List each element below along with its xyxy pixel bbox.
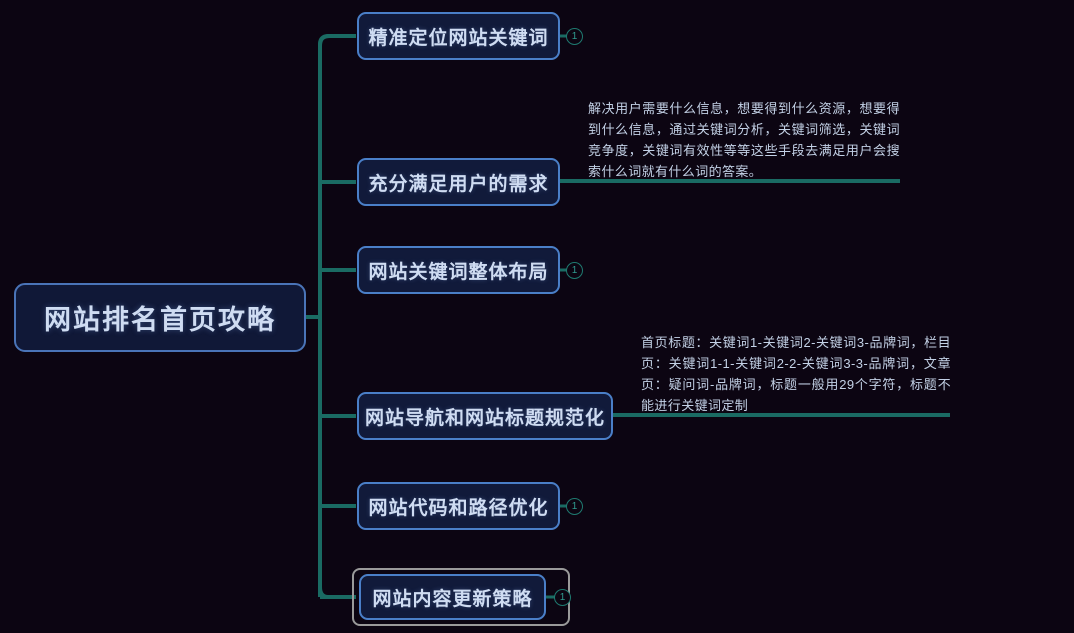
branch-node-3-label: 网站关键词整体布局 bbox=[368, 261, 549, 283]
branch-node-1[interactable]: 精准定位网站关键词 bbox=[357, 12, 560, 60]
root-node-label: 网站排名首页攻略 bbox=[44, 305, 276, 335]
branch-node-2-label: 充分满足用户的需求 bbox=[368, 173, 549, 195]
branch-node-4[interactable]: 网站导航和网站标题规范化 bbox=[357, 392, 613, 440]
branch-node-4-label: 网站导航和网站标题规范化 bbox=[364, 407, 605, 429]
branch-node-6-label: 网站内容更新策略 bbox=[372, 588, 533, 610]
branch-node-6-badge[interactable]: 1 bbox=[554, 589, 571, 606]
branch-node-5[interactable]: 网站代码和路径优化 bbox=[357, 482, 560, 530]
branch-node-1-label: 精准定位网站关键词 bbox=[368, 27, 549, 49]
branch-node-2[interactable]: 充分满足用户的需求 bbox=[357, 158, 560, 206]
branch-node-6[interactable]: 网站内容更新策略 bbox=[359, 574, 546, 620]
note-text-2: 首页标题：关键词1-关键词2-关键词3-品牌词，栏目页：关键词1-1-关键词2-… bbox=[641, 335, 951, 413]
note-text-1: 解决用户需要什么信息，想要得到什么资源，想要得到什么信息，通过关键词分析，关键词… bbox=[588, 101, 900, 179]
branch-node-5-label: 网站代码和路径优化 bbox=[368, 497, 549, 519]
branch-node-1-badge[interactable]: 1 bbox=[566, 28, 583, 45]
branch-node-5-badge[interactable]: 1 bbox=[566, 498, 583, 515]
branch-node-3[interactable]: 网站关键词整体布局 bbox=[357, 246, 560, 294]
branch-node-3-badge[interactable]: 1 bbox=[566, 262, 583, 279]
root-node[interactable]: 网站排名首页攻略 bbox=[14, 283, 306, 352]
